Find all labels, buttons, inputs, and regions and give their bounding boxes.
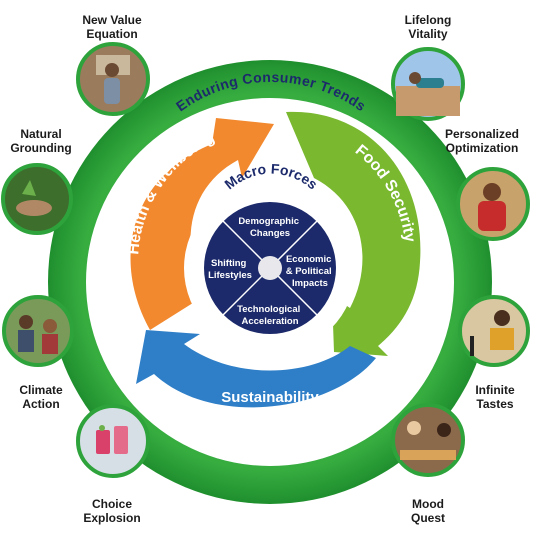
photo-infinite-tastes xyxy=(458,295,530,367)
label-mood-quest: Mood Quest xyxy=(410,497,445,525)
label-choice-explosion: Choice Explosion xyxy=(83,497,141,525)
photo-mood-quest xyxy=(391,403,465,477)
force-lifestyles: Shifting Lifestyles xyxy=(208,258,252,281)
photo-natural-grounding xyxy=(1,163,73,235)
force-technological: Technological Acceleration xyxy=(237,304,303,327)
photo-choice-explosion xyxy=(76,404,150,478)
sustainability-arrow xyxy=(136,330,376,408)
photo-climate-action xyxy=(2,295,74,367)
photo-new-value-equation xyxy=(76,42,150,116)
photo-lifelong-vitality xyxy=(391,47,465,121)
label-lifelong-vitality: Lifelong Vitality xyxy=(404,13,452,41)
label-climate-action: Climate Action xyxy=(19,383,63,411)
photo-personalized-optimization xyxy=(456,167,530,241)
sustainability-label: Sustainability xyxy=(221,389,319,406)
label-natural-grounding: Natural Grounding xyxy=(10,127,72,155)
market-growth-title: Market Growth Drivers xyxy=(182,17,359,53)
label-new-value-equation: New Value Equation xyxy=(82,13,142,41)
force-economic: Economic & Political Impacts xyxy=(286,254,335,289)
label-infinite-tastes: Infinite Tastes xyxy=(475,383,515,411)
label-personalized-optimization: Personalized Optimization xyxy=(444,127,520,155)
core-hub xyxy=(258,256,282,280)
force-demographic: Demographic Changes xyxy=(238,216,301,239)
food-security-arrow xyxy=(286,111,421,356)
health-wellbeing-arrow xyxy=(130,118,274,330)
